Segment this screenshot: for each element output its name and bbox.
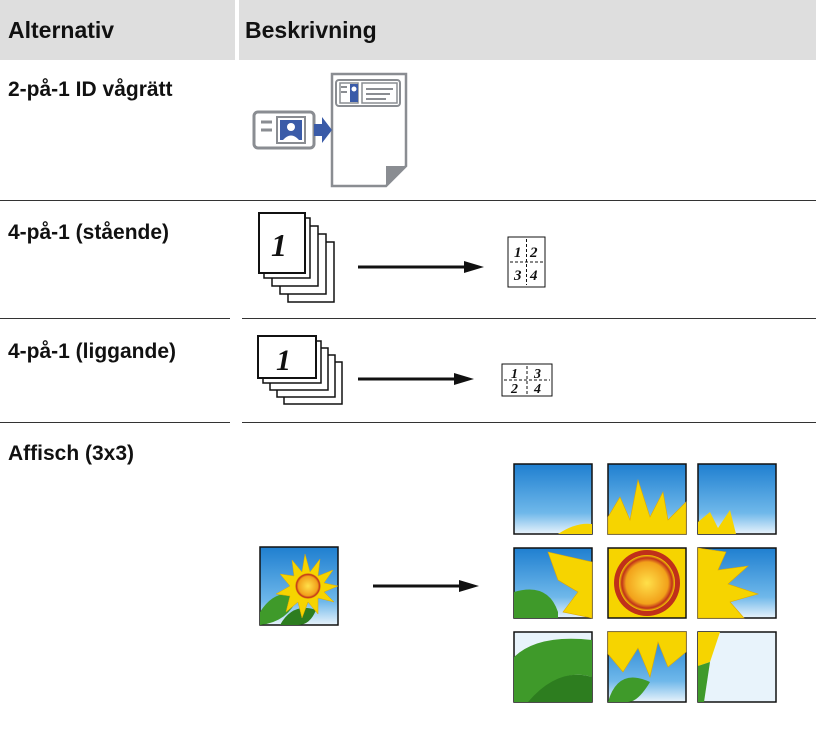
row-divider [242, 422, 816, 423]
row-label-poster: Affisch (3x3) [8, 442, 135, 465]
quad-number-3: 3 [513, 268, 522, 284]
sunflower-source-image [259, 546, 339, 626]
row-label-4in1-landscape: 4-på-1 (liggande) [8, 340, 177, 363]
row-label-id-2in1: 2-på-1 ID vågrätt [8, 78, 173, 101]
row-divider [0, 318, 230, 319]
row-label-4in1-portrait: 4-på-1 (stående) [8, 221, 170, 244]
header-option: Alternativ [8, 17, 115, 43]
table-header: Alternativ Beskrivning [0, 0, 816, 60]
row-divider [0, 422, 230, 423]
poster-illustration [259, 463, 777, 703]
header-description: Beskrivning [245, 17, 377, 43]
quad-number-1: 1 [514, 245, 522, 261]
page-number-1: 1 [276, 344, 291, 377]
header-divider [235, 0, 239, 60]
row-divider [0, 200, 816, 201]
row-divider [242, 318, 816, 319]
nup-landscape-illustration: 1 1 3 2 4 [257, 335, 553, 405]
quad-number-4: 4 [529, 268, 538, 284]
quad-number-2: 2 [529, 245, 538, 261]
id-copy-illustration [252, 72, 408, 188]
page-number-1: 1 [271, 227, 287, 263]
quad-number-3: 3 [533, 367, 541, 382]
quad-number-1: 1 [511, 367, 518, 382]
quad-number-2: 2 [510, 382, 518, 397]
quad-number-4: 4 [533, 382, 541, 397]
nup-portrait-illustration: 1 1 2 3 4 [258, 212, 546, 303]
poster-tile-grid [513, 463, 777, 703]
